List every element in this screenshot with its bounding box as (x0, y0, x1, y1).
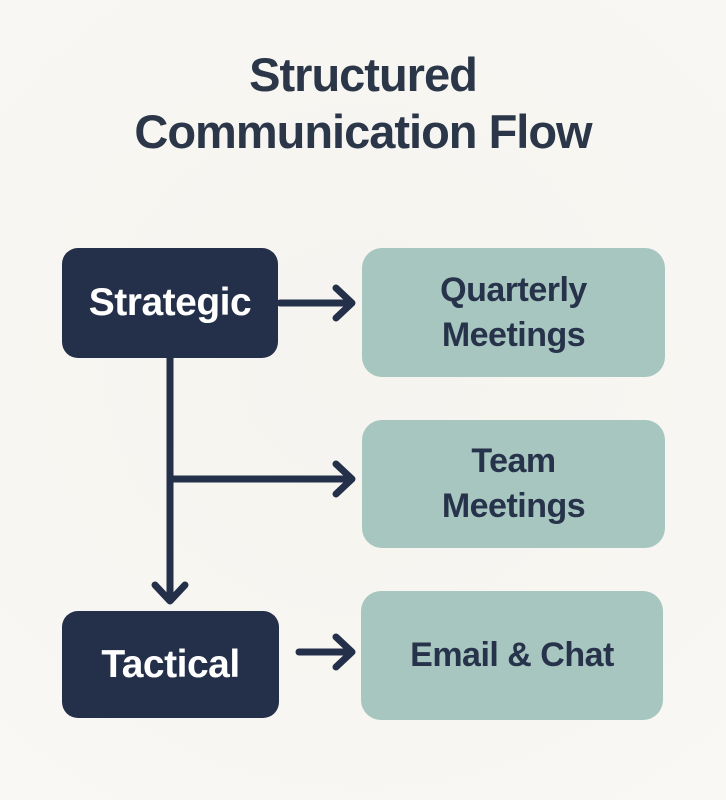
arrow-strategic-to-quarterly (276, 284, 356, 322)
node-email-chat-line1: Email & Chat (410, 636, 614, 675)
node-quarterly-meetings-line1: Quarterly (440, 270, 587, 309)
node-strategic-label: Strategic (88, 281, 252, 324)
node-quarterly-meetings-line2: Meetings (441, 315, 586, 354)
page-title: Structured Communication Flow (0, 46, 726, 161)
node-team-meetings-line1: Team (471, 442, 556, 481)
node-team-meetings: Team Meetings (362, 420, 665, 548)
arrowhead-down-to-tactical (151, 581, 189, 605)
arrow-tactical-to-email (295, 633, 356, 671)
arrow-branch-to-team (166, 460, 356, 498)
node-team-meetings-line2: Meetings (441, 487, 586, 525)
node-strategic: Strategic (62, 248, 278, 358)
node-tactical: Tactical (62, 611, 279, 718)
node-email-chat: Email & Chat (361, 591, 663, 720)
node-quarterly-meetings: Quarterly Meetings (362, 248, 665, 377)
page-title-line1: Structured (249, 48, 478, 101)
node-tactical-label: Tactical (101, 642, 240, 686)
page-title-line2: Communication Flow (134, 105, 592, 159)
